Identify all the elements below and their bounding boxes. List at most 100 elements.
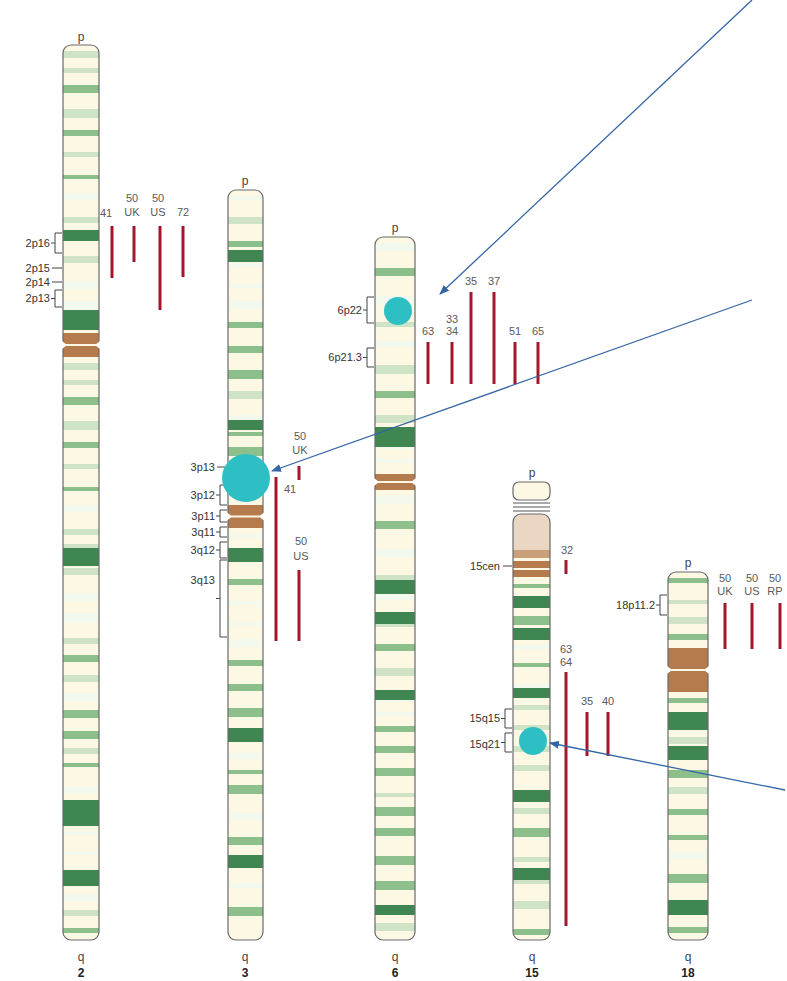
chromosome bbox=[513, 514, 550, 940]
band-label: 2p16 bbox=[26, 238, 50, 249]
study-number: 35 bbox=[581, 696, 593, 707]
chromosome-band bbox=[228, 217, 263, 224]
study-number: 37 bbox=[488, 276, 500, 287]
chromosome-band bbox=[228, 837, 263, 845]
chromosome-band bbox=[668, 874, 708, 883]
band-bracket bbox=[367, 348, 374, 367]
chromosome-band bbox=[63, 310, 99, 330]
band-label: 6p21.3 bbox=[328, 352, 362, 363]
linkage-bar bbox=[159, 226, 162, 310]
linkage-bar bbox=[565, 672, 568, 926]
study-number: 32 bbox=[561, 545, 573, 556]
arm-label: q bbox=[242, 951, 249, 963]
centromere-notch bbox=[411, 478, 416, 486]
study-origin: US bbox=[744, 586, 759, 597]
chromosome-band bbox=[513, 790, 550, 802]
pointer-arrow bbox=[272, 300, 752, 471]
chromosome-band bbox=[228, 684, 263, 691]
chromosome bbox=[668, 572, 708, 940]
band-tick bbox=[216, 550, 220, 551]
stalk-line bbox=[513, 506, 550, 507]
chromosome-band bbox=[228, 579, 263, 585]
chromosome-band bbox=[375, 905, 415, 915]
chromosome-band bbox=[63, 831, 99, 835]
band-label: 3p12 bbox=[191, 490, 215, 501]
band-label: 15q21 bbox=[469, 739, 500, 750]
chromosome-band bbox=[63, 613, 99, 622]
study-origin: US bbox=[293, 551, 308, 562]
chromosome-band bbox=[63, 675, 99, 682]
band-label: 3q12 bbox=[191, 545, 215, 556]
chromosome-band bbox=[375, 828, 415, 836]
study-number: 50 bbox=[126, 193, 138, 204]
chromosome-band bbox=[375, 793, 415, 797]
chromosome-band bbox=[228, 601, 263, 605]
study-number: 50 bbox=[769, 573, 781, 584]
chromosome-band bbox=[375, 856, 415, 865]
chromosome-band bbox=[668, 787, 708, 794]
arm-label: p bbox=[242, 175, 249, 187]
linkage-bar bbox=[275, 477, 278, 641]
study-number: 63 bbox=[422, 326, 434, 337]
band-tick bbox=[501, 742, 505, 743]
chromosome-band bbox=[375, 459, 415, 463]
arm-label: q bbox=[392, 951, 399, 963]
linkage-bar bbox=[470, 292, 473, 384]
chromosome-band bbox=[63, 193, 99, 200]
band-bracket bbox=[55, 290, 62, 307]
chromosome-band bbox=[228, 785, 263, 794]
chromosome-band bbox=[228, 622, 263, 626]
chromosome-band bbox=[668, 634, 708, 640]
chromosome-band bbox=[375, 807, 415, 816]
chromosome-outline bbox=[513, 514, 550, 940]
linkage-bar bbox=[427, 342, 430, 384]
linkage-bar bbox=[298, 466, 301, 480]
chromosome-band bbox=[228, 907, 263, 916]
study-origin: UK bbox=[124, 207, 139, 218]
chromosome-band bbox=[375, 341, 415, 347]
locus-marker bbox=[222, 454, 270, 502]
chromosome-band bbox=[375, 726, 415, 732]
study-number: 50 bbox=[294, 431, 306, 442]
chromosome-band bbox=[63, 85, 99, 93]
arm-label: p bbox=[78, 31, 85, 43]
chromosome-band bbox=[228, 708, 263, 717]
chromosome-band bbox=[63, 748, 99, 754]
heterochromatin bbox=[513, 514, 550, 550]
chromosome-number: 6 bbox=[392, 967, 399, 979]
stalk-line bbox=[513, 510, 550, 511]
chromosome-band bbox=[63, 710, 99, 718]
band-tick bbox=[51, 243, 55, 244]
linkage-bar bbox=[451, 342, 454, 384]
chromosome bbox=[63, 45, 99, 940]
chromosome bbox=[228, 190, 263, 940]
chromosome-band bbox=[63, 638, 99, 644]
centromere bbox=[513, 570, 550, 577]
chromosome-band bbox=[63, 763, 99, 767]
centromere-notch bbox=[259, 513, 264, 521]
study-number: 41 bbox=[100, 208, 112, 219]
centromere-notch bbox=[95, 341, 100, 349]
study-number: 51 bbox=[509, 326, 521, 337]
chromosome-band bbox=[63, 731, 99, 739]
chromosome-band bbox=[375, 612, 415, 624]
band-label: 6p22 bbox=[338, 305, 362, 316]
chromosome-band bbox=[63, 109, 99, 118]
linkage-bar bbox=[586, 712, 589, 756]
chromosome-band bbox=[228, 639, 263, 647]
pointer-arrow bbox=[440, 0, 752, 294]
study-number: 50 bbox=[295, 536, 307, 547]
chromosome-band bbox=[63, 175, 99, 179]
study-origin: UK bbox=[292, 445, 307, 456]
chromosome-band bbox=[668, 737, 708, 744]
chromosome-band bbox=[228, 241, 263, 247]
chromosome-band bbox=[63, 894, 99, 901]
band-bracket bbox=[505, 733, 512, 752]
chromosome-band bbox=[228, 301, 263, 309]
chromosome-band bbox=[375, 427, 415, 447]
centromere bbox=[63, 333, 99, 344]
arm-label: p bbox=[529, 467, 536, 479]
centromere bbox=[63, 346, 99, 357]
chromosome-outline bbox=[375, 237, 415, 940]
